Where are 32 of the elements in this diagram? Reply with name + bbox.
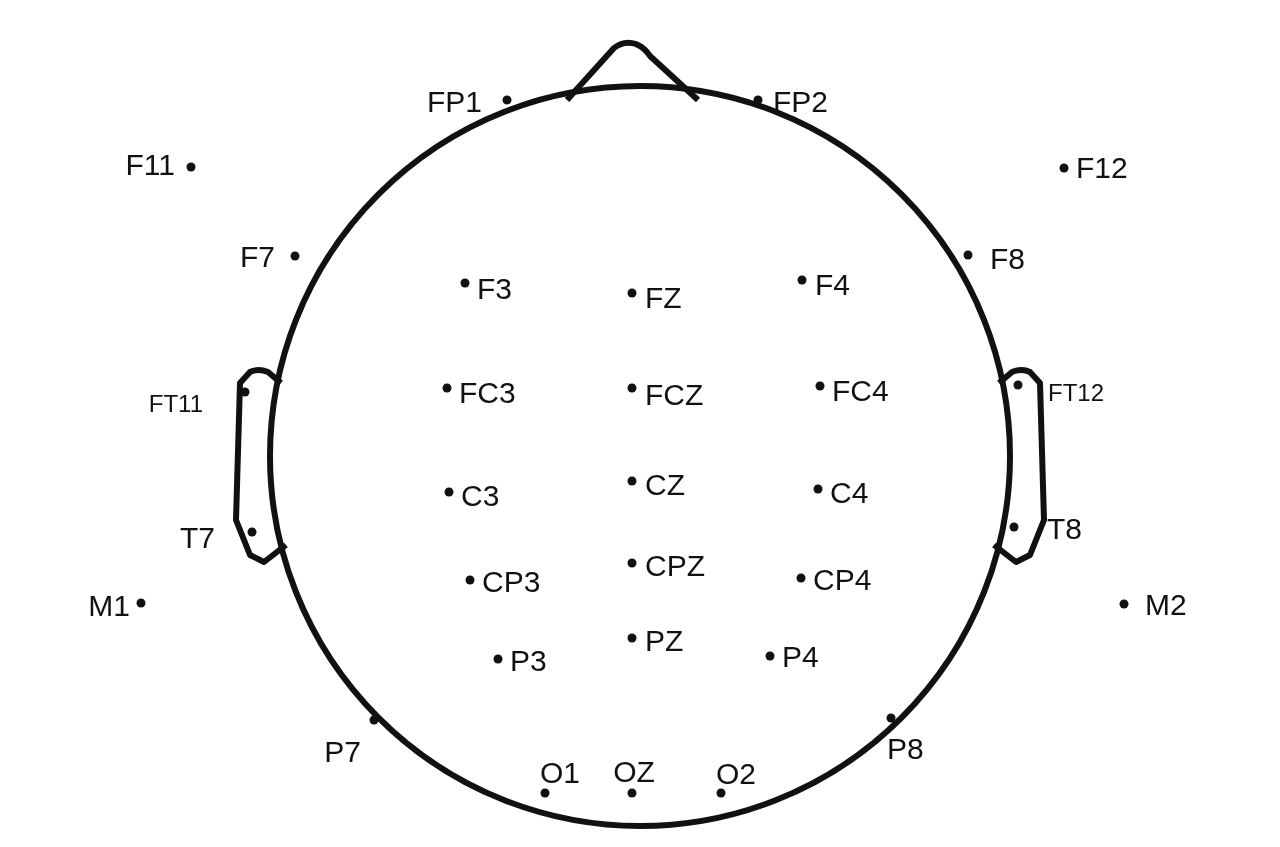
electrode-label: P8: [887, 733, 924, 765]
electrode-label: FC3: [459, 377, 516, 409]
electrode-label: O1: [540, 757, 580, 789]
electrode-label: F8: [990, 243, 1025, 275]
electrode-label: P3: [510, 645, 547, 677]
electrode-label: T7: [180, 522, 215, 554]
electrode-label: F11: [125, 149, 175, 181]
electrode-label: FP1: [426, 86, 482, 118]
electrode-label: P4: [782, 641, 819, 673]
electrode-label: F4: [815, 269, 850, 301]
electrode-label: FZ: [645, 282, 682, 314]
electrode-label: F3: [477, 273, 512, 305]
electrode-label: T8: [1047, 513, 1082, 545]
electrode-label: CP4: [813, 564, 872, 596]
electrode-label: O2: [716, 758, 756, 790]
electrode-label: FP2: [773, 86, 829, 118]
electrode-label: FT11: [148, 389, 203, 419]
electrode-label: C4: [830, 477, 869, 509]
electrode-label: F12: [1076, 152, 1128, 184]
electrode-label: F7: [240, 241, 275, 273]
electrode-label: CP3: [482, 566, 541, 598]
electrode-label: M2: [1145, 589, 1187, 621]
electrode-label: M1: [88, 590, 130, 622]
electrode-label: C3: [461, 480, 500, 512]
electrode-label: FC4: [832, 375, 889, 407]
electrode-label: P7: [324, 736, 361, 768]
electrode-label: FT12: [1048, 378, 1104, 408]
electrode-label: OZ: [613, 756, 655, 788]
electrode-label: CPZ: [645, 550, 705, 582]
electrode-label: FCZ: [645, 379, 704, 411]
electrode-label: CZ: [645, 469, 685, 501]
electrode-label: PZ: [645, 625, 684, 657]
